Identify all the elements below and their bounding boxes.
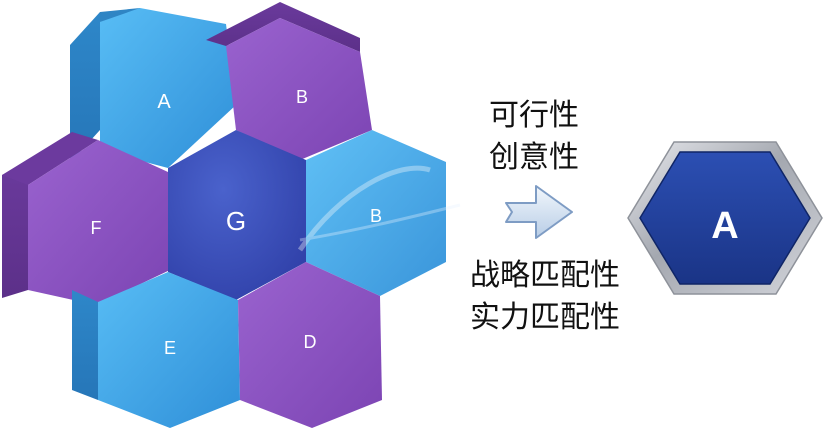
criteria-creativity: 创意性 [489, 140, 579, 175]
hexagon-f-top [2, 132, 98, 185]
hexagon-a-label: A [157, 91, 171, 113]
hexagon-a-face [100, 8, 236, 168]
hexagon-f-label: F [91, 218, 102, 238]
criteria-top: 可行性 创意性 [489, 95, 579, 179]
criteria-capability-fit: 实力匹配性 [470, 300, 620, 335]
result-hexagon: A [627, 141, 823, 295]
hexagon-f-side [2, 165, 28, 298]
result-hexagon-face [639, 151, 811, 285]
watermark-swoosh [297, 165, 461, 252]
result-hexagon-label: A [711, 205, 738, 247]
hexagon-b-top-label: B [296, 87, 308, 107]
right-arrow-icon [505, 185, 573, 239]
hexagon-b-top-side [206, 2, 360, 52]
hexagon-e-side [72, 290, 98, 400]
hexagon-g-face [168, 130, 306, 300]
hexagon-g-label: G [226, 206, 246, 236]
hexagon-g: G [168, 130, 306, 300]
hexagon-a-side [70, 12, 100, 163]
hexagon-b-right-label: B [370, 206, 382, 226]
hexagon-f-face [28, 140, 170, 305]
hexagon-e-face [98, 272, 240, 428]
hexagon-b-top: B [206, 2, 372, 160]
hexagon-f: F [2, 132, 170, 305]
criteria-strategic-fit: 战略匹配性 [470, 258, 620, 293]
criteria-feasibility: 可行性 [489, 98, 579, 133]
hexagon-b-right-face [306, 130, 446, 296]
hexagon-d-face [238, 262, 382, 428]
hexagon-a: A [70, 8, 236, 168]
hexagon-d: D [238, 262, 382, 428]
hexagon-d-label: D [304, 332, 317, 352]
criteria-bottom: 战略匹配性 实力匹配性 [470, 255, 620, 339]
hexagon-e-label: E [164, 338, 176, 358]
hexagon-b-top-face [226, 18, 372, 160]
hexagon-b-right: B [306, 130, 446, 296]
hexagon-e: E [72, 272, 240, 428]
